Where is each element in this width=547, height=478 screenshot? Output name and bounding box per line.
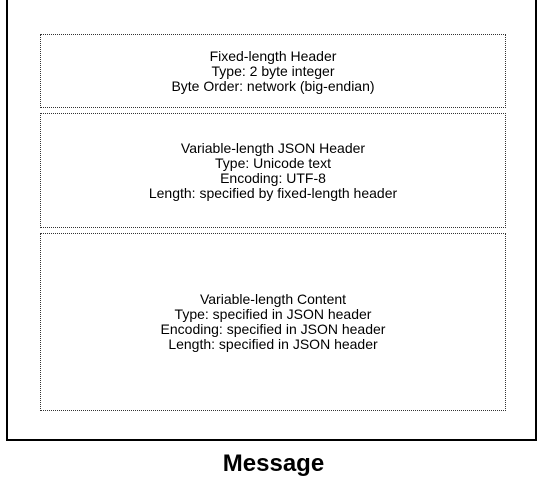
diagram-caption: Message xyxy=(222,450,325,477)
section-type: Type: Unicode text xyxy=(215,154,331,171)
section-title: Variable-length JSON Header xyxy=(180,139,366,156)
section-length: Length: specified in JSON header xyxy=(168,336,378,352)
section-type: Type: specified in JSON header xyxy=(174,306,372,322)
message-frame xyxy=(6,0,537,441)
fixed-length-header-section: Fixed-length Header Type: 2 byte integer… xyxy=(40,34,506,108)
section-type: Type: 2 byte integer xyxy=(211,62,335,79)
section-byte-order: Byte Order: network (big-endian) xyxy=(171,77,375,94)
section-length: Length: specified by fixed-length header xyxy=(148,184,398,201)
content-section: Variable-length Content Type: specified … xyxy=(40,233,506,411)
section-encoding: Encoding: UTF-8 xyxy=(220,169,326,186)
section-title: Fixed-length Header xyxy=(209,47,337,64)
section-encoding: Encoding: specified in JSON header xyxy=(160,321,386,337)
json-header-section: Variable-length JSON Header Type: Unicod… xyxy=(40,113,506,228)
section-title: Variable-length Content xyxy=(199,291,347,307)
